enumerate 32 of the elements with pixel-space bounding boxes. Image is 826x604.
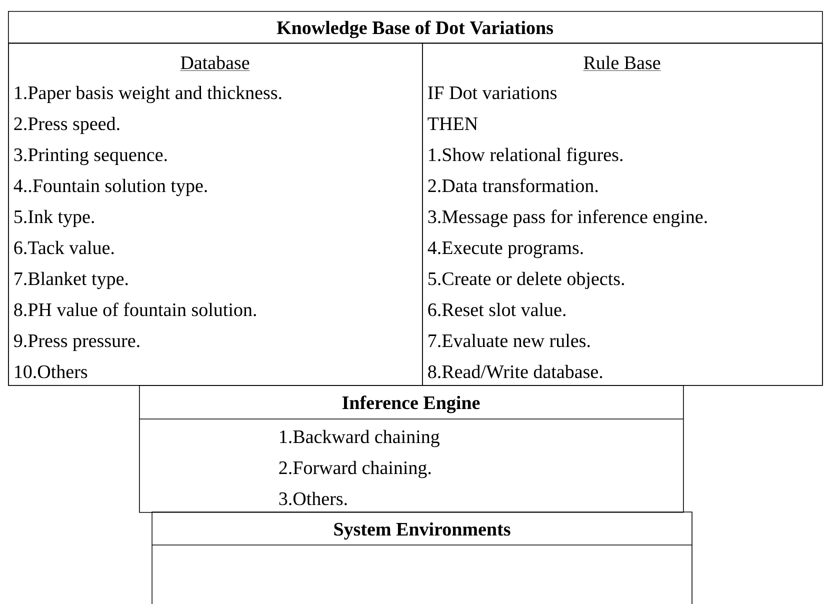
list-item: 9.Press pressure. [14,334,140,352]
list-item: 5.Ink type. [14,210,94,228]
list-item: 1.Backward chaining [280,430,440,448]
list-item: 8.PH value of fountain solution. [14,302,256,316]
list-item: IF Dot variations [428,86,557,100]
list-item: 2.Press speed. [14,116,120,134]
list-item: 7.Evaluate new rules. [428,334,590,348]
list-item: 1.Show relational figures. [429,148,622,166]
panel-heading: Knowledge Base of Dot Variations [276,20,554,38]
list-item: 6.Reset slot value. [428,302,566,316]
panel-heading: Inference Engine [342,396,480,414]
list-item: 1.Paper basis weight and thickness. [15,86,282,104]
list-item: 5.Create or delete objects. [428,272,624,290]
list-item: 4..Fountain solution type. [14,178,207,196]
list-item: THEN [428,118,478,130]
list-item: 3.Message pass for inference engine. [428,210,707,228]
column-heading: Database [180,56,250,71]
list-item: 6.Tack value. [14,240,114,254]
list-item: 3.Printing sequence. [14,148,167,166]
list-item: 4.Execute programs. [428,242,583,258]
list-item: 3.Others. [279,492,347,506]
list-item: 2.Data transformation. [428,178,598,192]
table-column [422,43,823,386]
panel-box [139,385,684,513]
column-heading: Rule Base [583,56,661,71]
list-item: 8.Read/Write database. [428,364,602,378]
list-item: 10.Others [15,364,88,378]
panel-box [152,512,692,604]
panel-heading: System Environments [334,522,510,540]
list-item: 2.Forward chaining. [279,460,431,478]
list-item: 7.Blanket type. [14,272,128,290]
table-column [8,43,423,386]
